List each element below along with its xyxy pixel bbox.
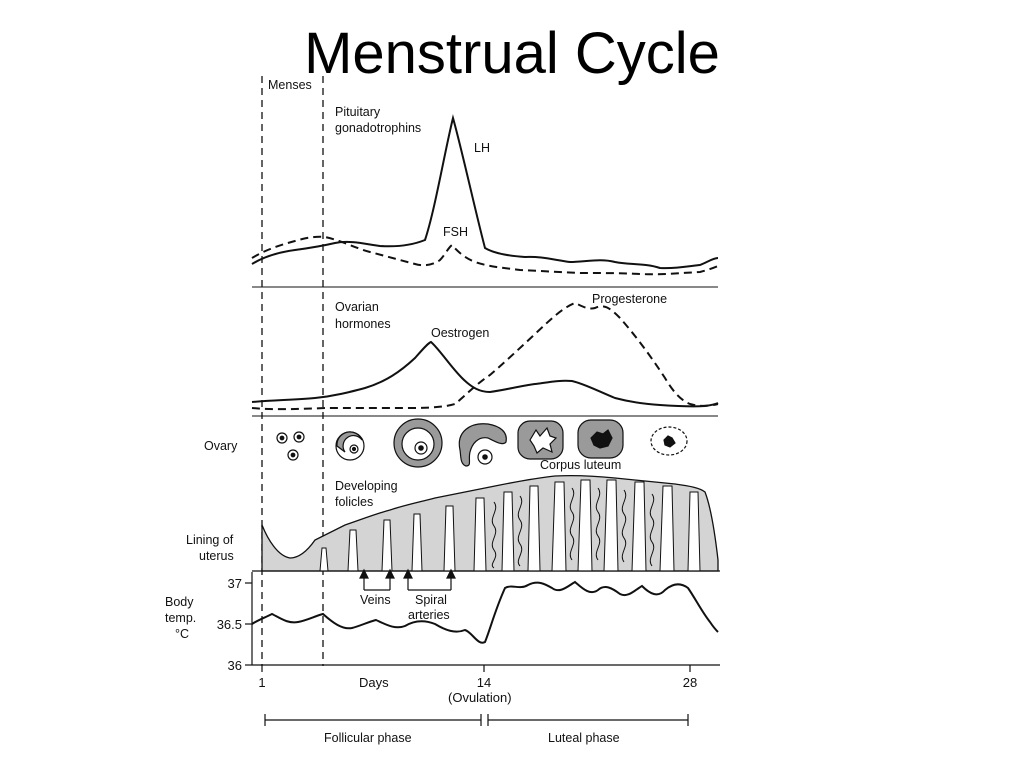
spiral-label-1: Spiral (415, 593, 447, 607)
body-temp-label-1: Body (165, 595, 194, 609)
temp-tick-label: 37 (228, 576, 242, 591)
lh-curve (251, 114, 719, 270)
ovary-stage-6 (577, 419, 624, 459)
temp-tick-label: 36.5 (217, 617, 242, 632)
temp-axis-ticks: 37 36.5 36 (217, 576, 252, 673)
corpus-luteum-label: Corpus luteum (540, 458, 621, 472)
ovary-stage-7 (650, 426, 688, 456)
fsh-curve (251, 235, 719, 276)
uterus-glands (319, 479, 701, 572)
day-axis-title: Days (359, 675, 389, 690)
progesterone-curve (251, 301, 719, 411)
ovary-stage-1 (276, 431, 305, 461)
day-tick-label: 14 (477, 675, 491, 690)
day-axis-ticks: 1 14 28 (258, 665, 697, 690)
spiral-label-2: arteries (408, 608, 450, 622)
ovulation-label: (Ovulation) (448, 690, 512, 705)
developing-label-1: Developing (335, 479, 398, 493)
oestrogen-label: Oestrogen (431, 326, 489, 340)
oestrogen-curve (251, 340, 719, 408)
ovary-stage-5 (517, 420, 564, 460)
ovarian-label-2: hormones (335, 317, 391, 331)
phase-brackets (264, 714, 689, 726)
menses-label: Menses (268, 78, 312, 92)
progesterone-label: Progesterone (592, 292, 667, 306)
day-tick-label: 1 (258, 675, 265, 690)
day-tick-label: 28 (683, 675, 697, 690)
ovary-stage-3 (393, 418, 443, 468)
uterus-lining-tissue (261, 474, 719, 572)
temp-tick-label: 36 (228, 658, 242, 673)
ovary-stage-4 (458, 423, 507, 467)
lining-label-2: uterus (199, 549, 234, 563)
body-temp-label-2: temp. (165, 611, 196, 625)
lining-label-1: Lining of (186, 533, 234, 547)
pituitary-label-1: Pituitary (335, 105, 381, 119)
veins-label: Veins (360, 593, 391, 607)
ovary-stage-2 (335, 431, 365, 461)
spiral-artery-coils (491, 487, 655, 569)
follicular-phase-label: Follicular phase (324, 731, 412, 745)
ovary-label: Ovary (204, 439, 238, 453)
fsh-label: FSH (443, 225, 468, 239)
ovarian-label-1: Ovarian (335, 300, 379, 314)
luteal-phase-label: Luteal phase (548, 731, 620, 745)
vessel-arrows (359, 568, 456, 591)
lh-label: LH (474, 141, 490, 155)
body-temp-unit: °C (175, 627, 189, 641)
developing-label-2: folicles (335, 495, 373, 509)
body-temp-curve (251, 580, 719, 644)
slide-title: Menstrual Cycle (304, 21, 720, 86)
pituitary-label-2: gonadotrophins (335, 121, 421, 135)
